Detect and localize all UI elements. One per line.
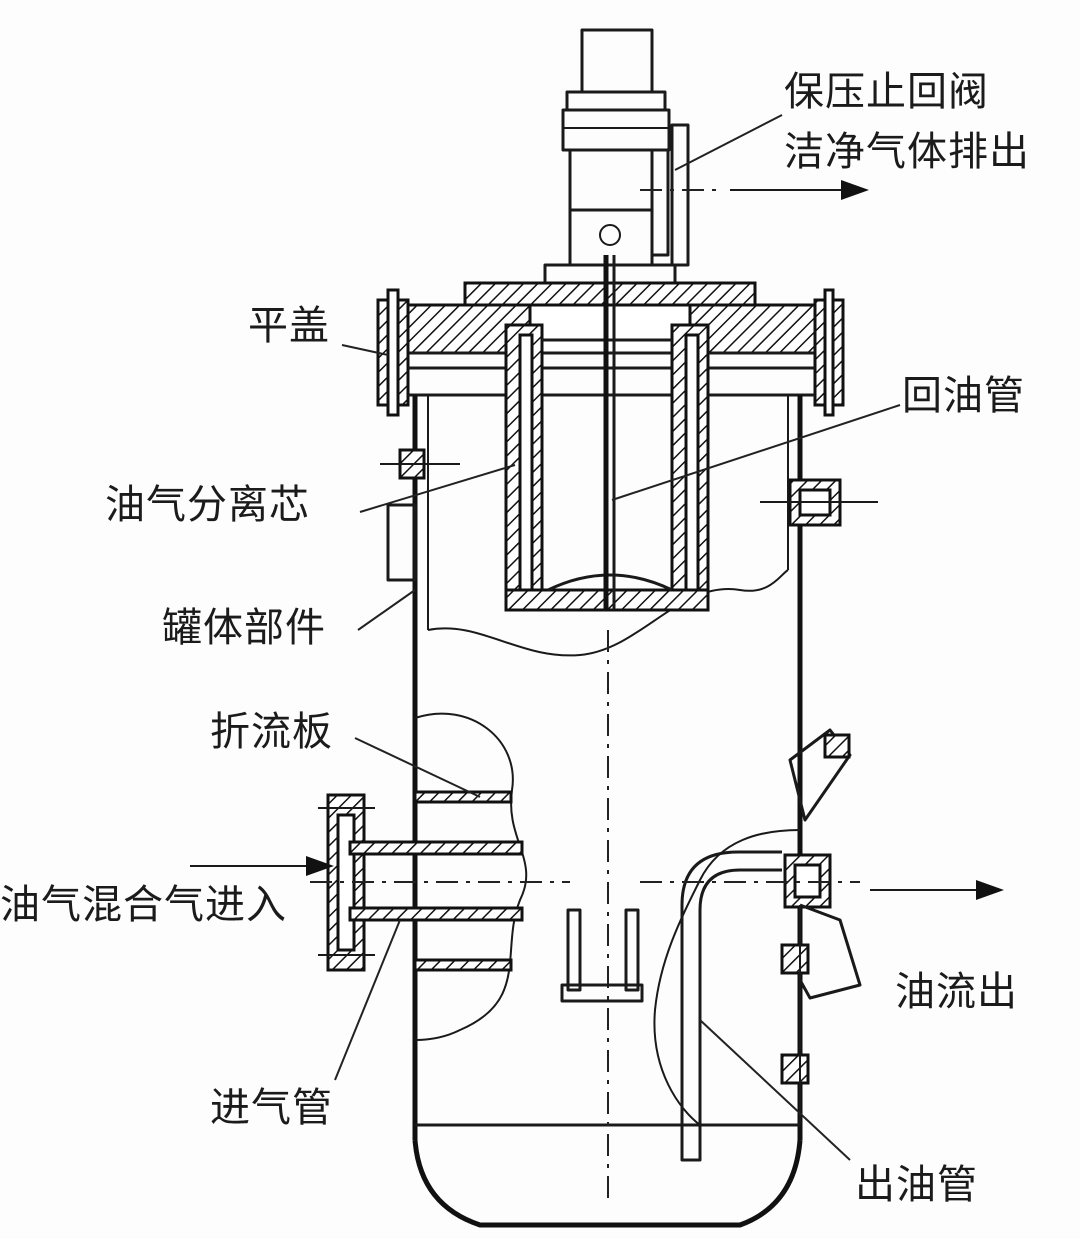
oil-outlet-assembly	[640, 728, 1004, 1162]
baffle-plate-upper	[413, 790, 513, 804]
valve-outlet-stub	[670, 123, 690, 267]
valve-body-lower	[568, 150, 654, 212]
valve-base	[568, 208, 654, 267]
outlet-oil-pipe	[680, 850, 782, 1162]
label-flat-cover: 平盖	[248, 303, 330, 349]
label-check-valve: 保压止回阀	[784, 69, 989, 115]
inlet-pipe-top	[348, 840, 524, 856]
valve-cap	[580, 28, 654, 94]
label-oil-out: 油流出	[895, 969, 1018, 1015]
separator-element	[504, 255, 710, 612]
valve-nut-top	[565, 90, 667, 112]
label-tank-body: 罐体部件	[162, 605, 326, 651]
baffle-plate-lower	[413, 958, 513, 972]
inlet-pipe-bottom	[348, 906, 524, 922]
tank-bottom-head	[412, 1139, 803, 1228]
valve-body-upper	[561, 108, 671, 152]
leader-lines	[334, 114, 901, 1161]
label-inlet-pipe: 进气管	[210, 1085, 333, 1131]
inlet-assembly	[190, 712, 570, 1041]
level-bracket	[560, 908, 644, 1003]
label-outlet-oil-pipe: 出油管	[855, 1162, 978, 1208]
label-return-oil-pipe: 回油管	[902, 373, 1025, 419]
label-mixture-in: 油气混合气进入	[0, 882, 287, 928]
cover-upper-plate	[463, 281, 757, 307]
label-baffle: 折流板	[210, 709, 333, 755]
label-separator-element: 油气分离芯	[105, 482, 310, 528]
label-clean-gas-out: 洁净气体排出	[784, 129, 1030, 175]
left-side-fitting	[386, 503, 417, 582]
flat-cover	[376, 281, 845, 417]
